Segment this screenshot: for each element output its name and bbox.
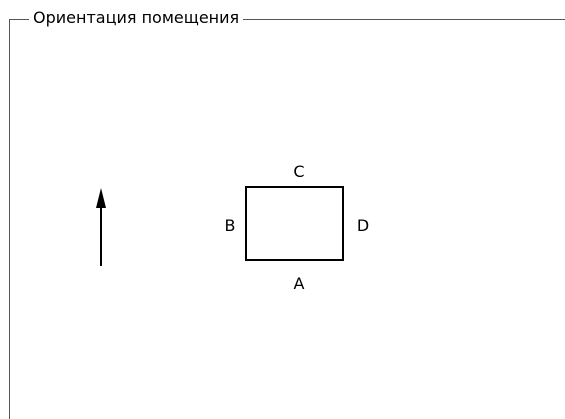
arrow-up-icon <box>96 188 106 266</box>
room-orientation-groupbox <box>9 19 565 419</box>
side-label-right: D <box>356 216 370 235</box>
side-label-top: C <box>293 162 305 181</box>
room-rectangle <box>245 186 344 261</box>
groupbox-title: Ориентация помещения <box>29 8 244 28</box>
side-label-left: B <box>224 216 236 235</box>
orientation-diagram <box>96 186 344 266</box>
side-label-bottom: A <box>293 274 305 293</box>
